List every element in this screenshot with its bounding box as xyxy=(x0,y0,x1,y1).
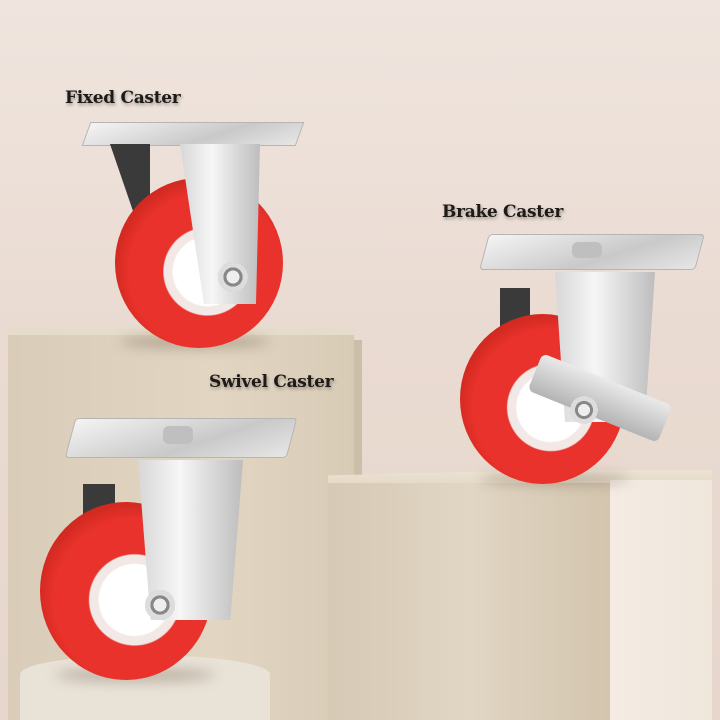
right-pedestal xyxy=(328,483,610,720)
swivel-caster xyxy=(35,410,305,685)
brake-caster-label: Brake Caster xyxy=(442,202,563,222)
fixed-caster-label: Fixed Caster xyxy=(65,88,181,108)
brake-caster xyxy=(460,228,710,488)
right-pedestal-side xyxy=(610,480,712,720)
fixed-caster xyxy=(80,110,310,350)
swivel-caster-label: Swivel Caster xyxy=(209,372,334,392)
